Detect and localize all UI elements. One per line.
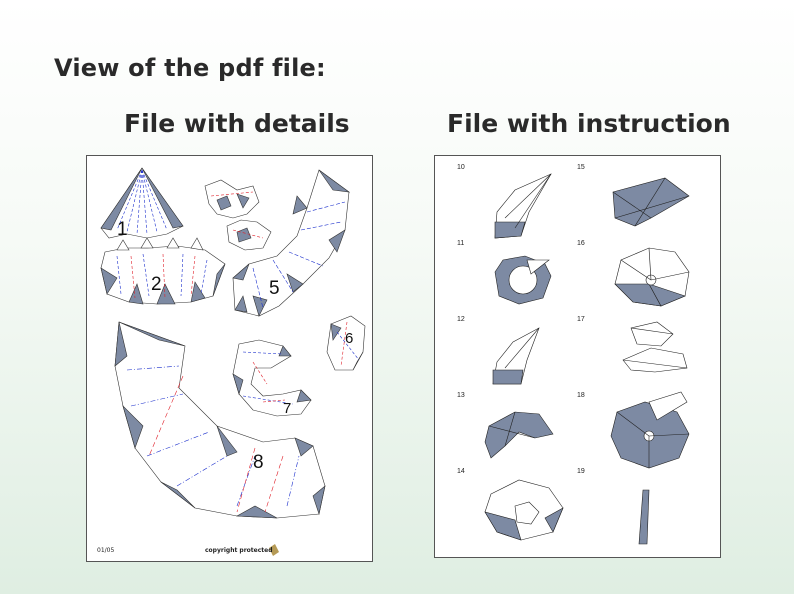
footer-copyright: copyright protected	[205, 547, 273, 554]
piece-label-2: 2	[151, 274, 162, 295]
page-heading: View of the pdf file:	[54, 54, 326, 82]
piece-label-6: 6	[345, 330, 354, 347]
step-number-16: 16	[577, 240, 585, 247]
step-number-17: 17	[577, 316, 585, 323]
piece-label-5: 5	[269, 278, 280, 299]
step-number-15: 15	[577, 164, 585, 171]
right-panel-title: File with instruction	[447, 109, 731, 138]
step-number-19: 19	[577, 468, 585, 475]
footer-page-number: 01/05	[97, 547, 115, 554]
brand-logo-icon	[269, 544, 279, 556]
piece-label-7: 7	[283, 400, 292, 417]
piece-label-1: 1	[117, 219, 128, 240]
step-number-13: 13	[457, 392, 465, 399]
piece-label-8: 8	[253, 452, 264, 473]
step-number-18: 18	[577, 392, 585, 399]
step-number-10: 10	[457, 164, 465, 171]
step-number-11: 11	[457, 240, 465, 247]
left-panel-title: File with details	[124, 109, 350, 138]
step-number-14: 14	[457, 468, 465, 475]
step-number-12: 12	[457, 316, 465, 323]
instruction-drawing	[484, 173, 690, 545]
details-drawing	[100, 167, 366, 556]
details-sheet: 1 2 5 6 7 8 01/05 copyright protected	[86, 155, 373, 562]
instruction-sheet: 10 11 12 13 14 15 16 17 18 19	[434, 155, 721, 558]
